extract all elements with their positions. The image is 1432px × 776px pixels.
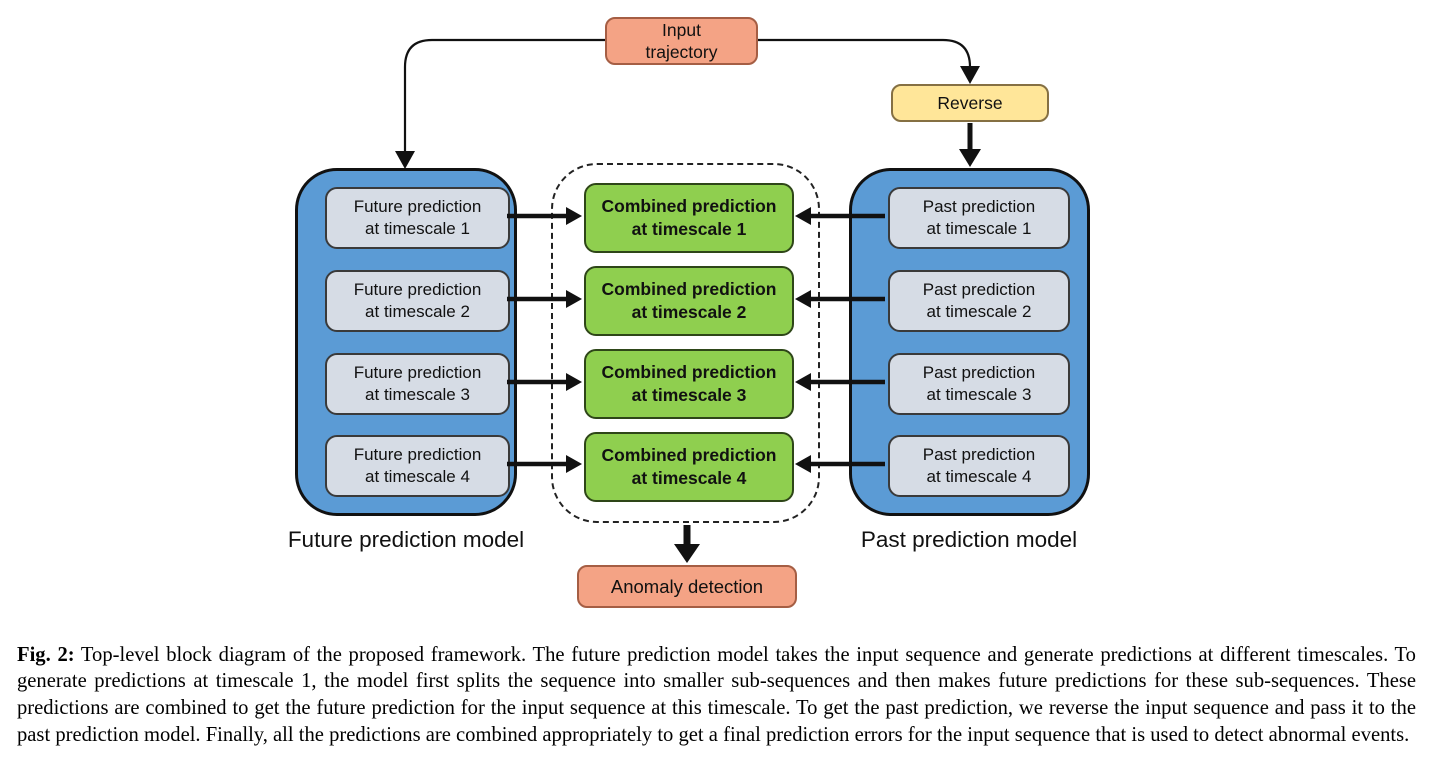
input-trajectory-box: Input trajectory [605, 17, 758, 65]
future-box-2-line2: at timescale 2 [365, 302, 470, 321]
combined-dashed-container: Combined prediction at timescale 1 Combi… [551, 163, 820, 523]
combined-box-4-line2: at timescale 4 [631, 468, 747, 488]
past-box-2-line1: Past prediction [922, 279, 1036, 299]
connector-input-to-future [403, 38, 605, 152]
arrowhead-input-to-future [395, 151, 415, 169]
past-box-1: Past prediction at timescale 1 [888, 187, 1070, 249]
input-trajectory-line1: Input [662, 19, 701, 40]
combined-box-2-line1: Combined prediction [601, 278, 777, 299]
future-box-3-line2: at timescale 3 [365, 385, 470, 404]
future-box-1-line2: at timescale 1 [365, 219, 470, 238]
future-box-4-line1: Future prediction [353, 444, 482, 464]
past-box-2: Past prediction at timescale 2 [888, 270, 1070, 332]
past-box-4-line1: Past prediction [922, 444, 1036, 464]
anomaly-detection-label: Anomaly detection [610, 575, 764, 597]
past-model-label: Past prediction model [860, 527, 1078, 552]
past-box-1-line2: at timescale 1 [926, 219, 1032, 238]
past-box-4: Past prediction at timescale 4 [888, 435, 1070, 497]
past-box-3-line1: Past prediction [922, 362, 1036, 382]
future-box-4-line2: at timescale 4 [365, 467, 470, 486]
combined-box-3-line2: at timescale 3 [631, 385, 747, 405]
past-box-3: Past prediction at timescale 3 [888, 353, 1070, 415]
reverse-box: Reverse [891, 84, 1049, 122]
future-box-3: Future prediction at timescale 3 [325, 353, 510, 415]
past-box-2-line2: at timescale 2 [926, 302, 1032, 321]
past-box-3-line2: at timescale 3 [926, 385, 1032, 404]
combined-box-1: Combined prediction at timescale 1 [584, 183, 794, 253]
combined-box-1-line1: Combined prediction [601, 195, 777, 216]
combined-box-4: Combined prediction at timescale 4 [584, 432, 794, 502]
combined-box-4-line1: Combined prediction [601, 444, 777, 465]
future-box-1: Future prediction at timescale 1 [325, 187, 510, 249]
combined-box-3: Combined prediction at timescale 3 [584, 349, 794, 419]
reverse-label: Reverse [937, 92, 1003, 113]
caption-body: Top-level block diagram of the proposed … [17, 643, 1416, 746]
past-box-1-line1: Past prediction [922, 196, 1036, 216]
combined-box-3-line1: Combined prediction [601, 361, 777, 382]
future-box-2: Future prediction at timescale 2 [325, 270, 510, 332]
caption-prefix: Fig. 2: [17, 643, 75, 666]
anomaly-detection-box: Anomaly detection [577, 565, 797, 608]
future-model-label: Future prediction model [287, 527, 525, 552]
arrowhead-input-to-reverse [960, 66, 980, 84]
past-model-container: Past prediction at timescale 1 Past pred… [849, 168, 1090, 516]
figure-caption: Fig. 2: Top-level block diagram of the p… [17, 642, 1416, 749]
future-box-4: Future prediction at timescale 4 [325, 435, 510, 497]
future-box-1-line1: Future prediction [353, 196, 482, 216]
arrowhead-reverse-to-past [959, 149, 981, 167]
input-trajectory-line2: trajectory [645, 42, 718, 62]
arrowhead-combined-to-anomaly [674, 544, 700, 563]
combined-box-1-line2: at timescale 1 [631, 219, 747, 239]
past-box-4-line2: at timescale 4 [926, 467, 1032, 486]
combined-box-2: Combined prediction at timescale 2 [584, 266, 794, 336]
future-box-3-line1: Future prediction [353, 362, 482, 382]
future-model-container: Future prediction at timescale 1 Future … [295, 168, 517, 516]
connector-input-to-reverse [758, 38, 972, 69]
combined-box-2-line2: at timescale 2 [631, 302, 747, 322]
future-box-2-line1: Future prediction [353, 279, 482, 299]
